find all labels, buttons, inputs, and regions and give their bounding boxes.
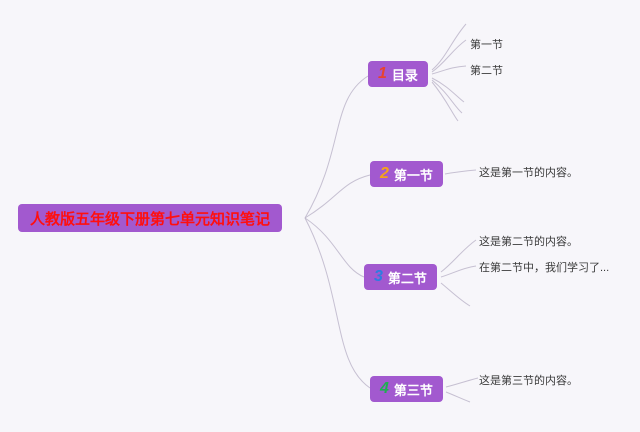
branch-node-3[interactable]: 3 第二节 [364,264,437,290]
leaf-text[interactable]: 在第二节中，我们学习了... [479,262,610,274]
branch-node-4[interactable]: 4 第三节 [370,376,443,402]
leaf-text[interactable]: 这是第二节的内容。 [479,236,578,248]
branch-label: 目录 [391,67,418,83]
branch-label: 第三节 [393,382,433,398]
branch-number: 4 [380,380,389,397]
branch-node-2[interactable]: 2 第一节 [370,161,443,187]
root-node-label: 人教版五年级下册第七单元知识笔记 [30,210,271,228]
branch-node-1[interactable]: 1 目录 [368,61,428,87]
leaf-text[interactable]: 这是第一节的内容。 [479,167,578,179]
branch-label: 第二节 [387,270,427,286]
branch-number: 3 [374,268,383,285]
root-node[interactable]: 人教版五年级下册第七单元知识笔记 [18,204,283,232]
leaf-text[interactable]: 第一节 [470,39,503,51]
leaf-text[interactable]: 第二节 [470,65,503,77]
branch-label: 第一节 [393,167,433,183]
branch-number: 2 [380,165,389,182]
leaf-text[interactable]: 这是第三节的内容。 [479,375,578,387]
branch-number: 1 [378,65,387,82]
